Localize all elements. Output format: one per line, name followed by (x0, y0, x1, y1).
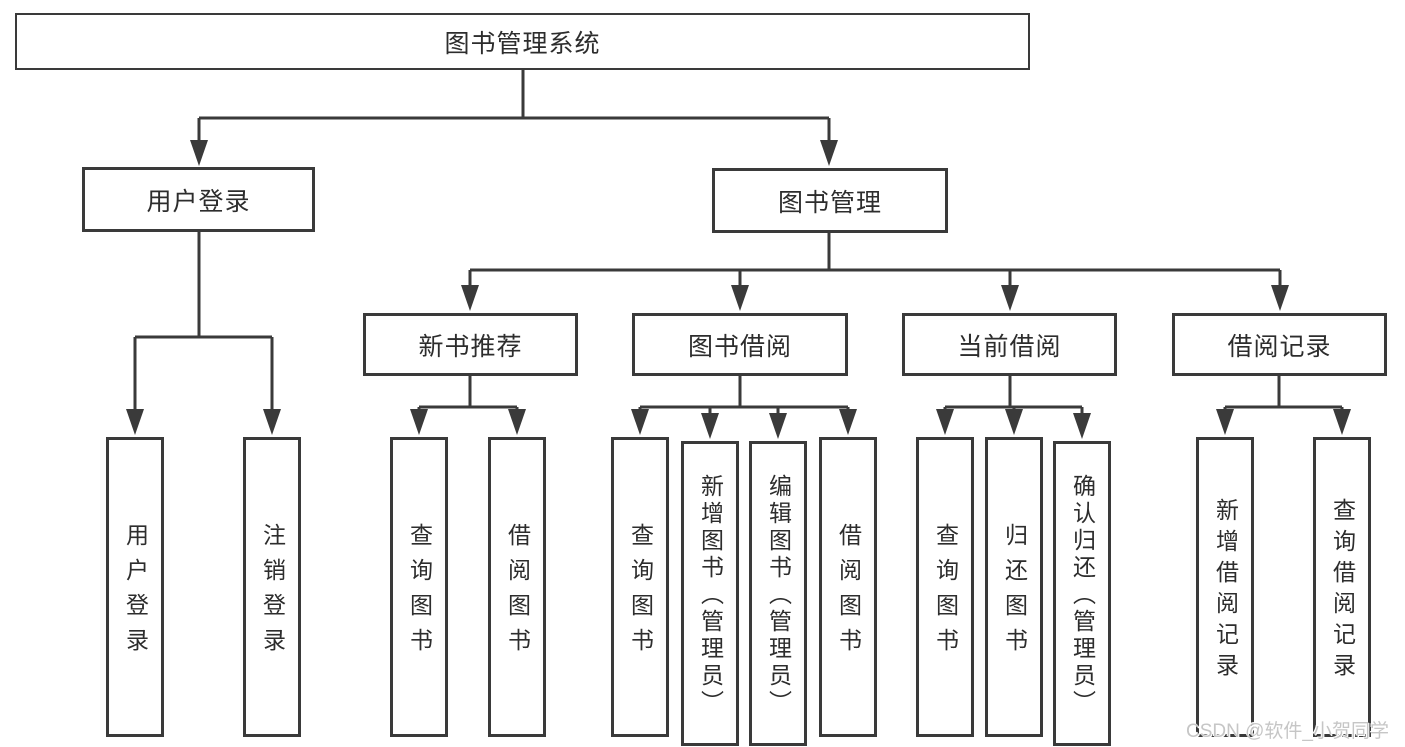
col-add-book-admin: 新增图书（管理员） (681, 441, 739, 746)
col-borrow-books-recommend: 借阅图书 (488, 437, 546, 737)
col-query-books-recommend: 查询图书 (390, 437, 448, 737)
arrowheads (126, 140, 1351, 439)
col-query-borrow-record: 查询借阅记录 (1313, 437, 1371, 737)
col-return-books: 归还图书 (985, 437, 1043, 737)
node-borrowing-records: 借阅记录 (1172, 313, 1387, 376)
node-user-login: 用户登录 (82, 167, 315, 232)
node-new-book-recommendation: 新书推荐 (363, 313, 578, 376)
node-library-system: 图书管理系统 (15, 13, 1030, 70)
col-query-books-borrowing: 查询图书 (611, 437, 669, 737)
col-borrow-books-borrowing: 借阅图书 (819, 437, 877, 737)
node-borrowing-records-label: 借阅记录 (1227, 332, 1332, 361)
col-query-books-current: 查询图书 (916, 437, 974, 737)
node-library-system-label: 图书管理系统 (444, 29, 601, 58)
node-new-book-recommendation-label: 新书推荐 (418, 332, 523, 361)
col-add-borrow-record: 新增借阅记录 (1196, 437, 1254, 737)
col-confirm-return-admin: 确认归还（管理员） (1053, 441, 1111, 746)
node-book-borrowing: 图书借阅 (632, 313, 848, 376)
col-edit-book-admin: 编辑图书（管理员） (749, 441, 807, 746)
node-user-login-label: 用户登录 (146, 187, 251, 216)
col-logout-login: 注销登录 (243, 437, 301, 737)
node-book-borrowing-label: 图书借阅 (687, 332, 792, 361)
node-current-borrowing: 当前借阅 (902, 313, 1117, 376)
node-current-borrowing-label: 当前借阅 (957, 332, 1062, 361)
node-book-management-label: 图书管理 (777, 188, 882, 217)
watermark: CSDN @软件_小贺同学 (1186, 721, 1389, 742)
col-user-login: 用户登录 (106, 437, 164, 737)
node-book-management: 图书管理 (712, 168, 948, 233)
